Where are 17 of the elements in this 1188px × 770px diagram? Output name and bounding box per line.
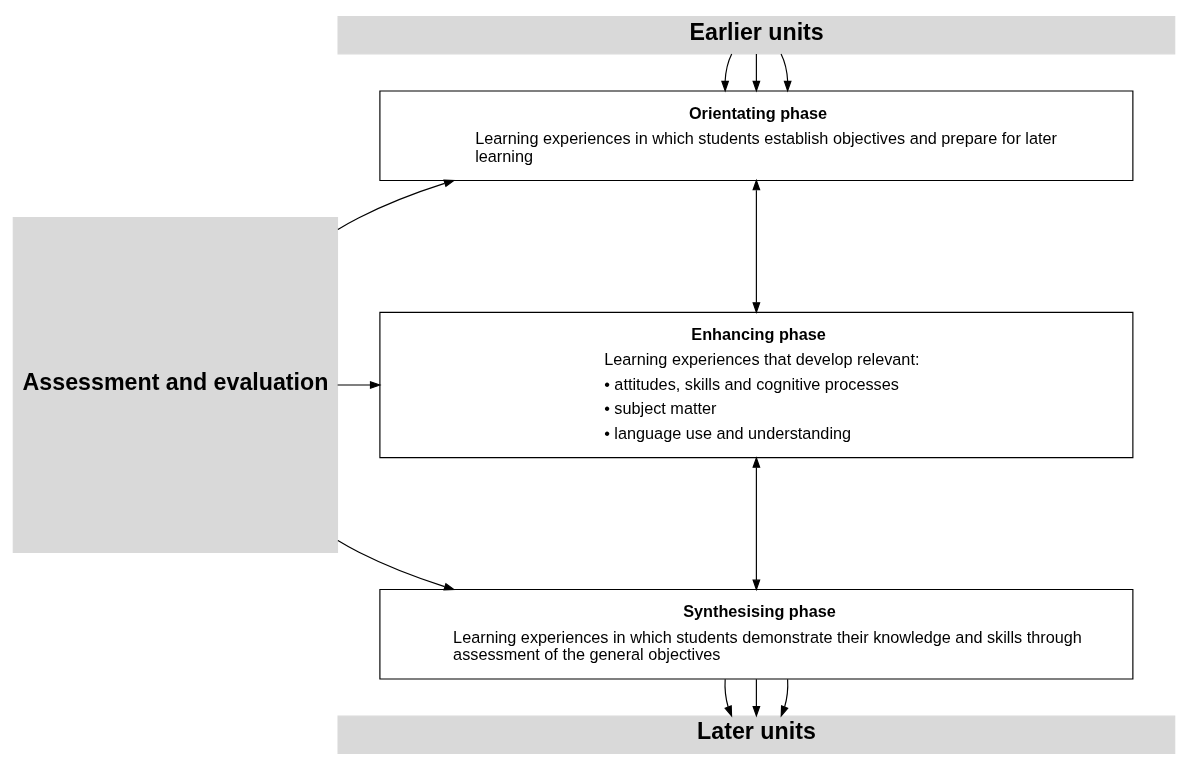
arrow bbox=[780, 53, 792, 93]
arrow bbox=[752, 456, 761, 592]
node-box: Synthesising phase Learning experiences in which students demonstrate their knowledge and skills through assessment of the general objectives bbox=[379, 588, 1134, 680]
node-box: Later units bbox=[337, 715, 1176, 754]
node-box: Earlier units bbox=[337, 16, 1176, 55]
arrow bbox=[337, 380, 382, 390]
arrow bbox=[721, 53, 733, 93]
node-box: Orientating phase Learning experiences in which students establish objectives and prepare for later learning bbox=[379, 90, 1134, 182]
arrow bbox=[724, 678, 733, 718]
node-box: Enhancing phase Learning experiences that develop relevant: • attitudes, skills and cognitive processes • subject matter • language use and understanding bbox=[379, 311, 1134, 459]
arrow bbox=[752, 178, 761, 314]
arrow bbox=[337, 179, 456, 230]
arrow bbox=[752, 53, 761, 93]
node-box: Assessment and evaluation bbox=[12, 217, 339, 553]
arrow bbox=[780, 678, 789, 718]
arrow bbox=[337, 540, 456, 591]
arrow bbox=[752, 678, 761, 718]
